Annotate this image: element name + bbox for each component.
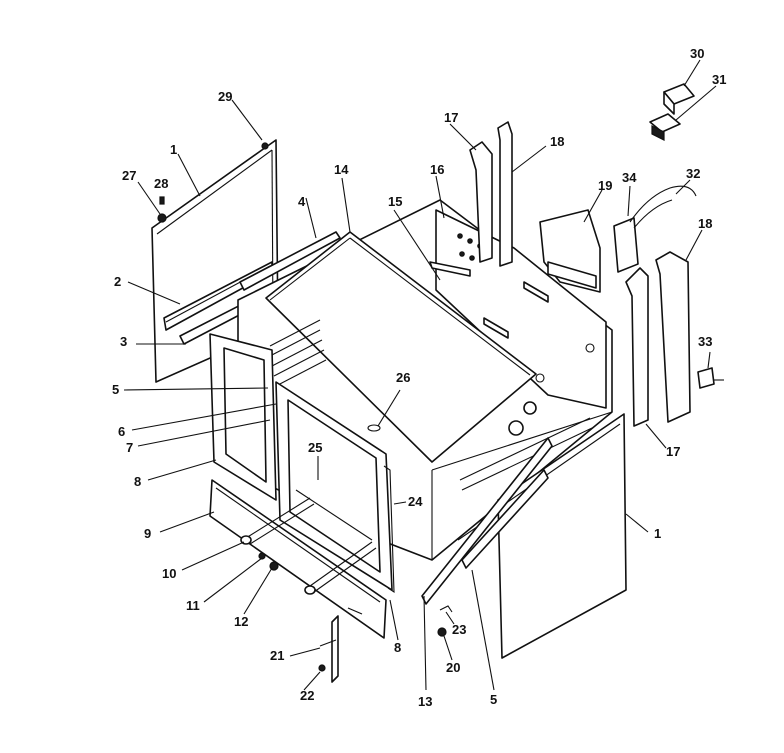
callout-8-left: 8 bbox=[134, 474, 141, 489]
element bbox=[367, 424, 381, 432]
top-strip bbox=[239, 231, 341, 291]
callout-34: 34 bbox=[622, 170, 637, 185]
switch-box bbox=[613, 185, 697, 273]
small-parts bbox=[437, 605, 453, 637]
callout-5-left: 5 bbox=[112, 382, 119, 397]
callout-26: 26 bbox=[396, 370, 410, 385]
callout-17-right: 17 bbox=[666, 444, 680, 459]
back-rail-upper bbox=[469, 141, 493, 263]
callout-19: 19 bbox=[598, 178, 612, 193]
callout-24: 24 bbox=[408, 494, 423, 509]
callout-1-left: 1 bbox=[170, 142, 177, 157]
callout-3: 3 bbox=[120, 334, 127, 349]
oven-door bbox=[275, 381, 393, 591]
callout-7: 7 bbox=[126, 440, 133, 455]
back-rail-upper-2 bbox=[497, 121, 513, 267]
callout-17-top: 17 bbox=[444, 110, 458, 125]
callout-25: 25 bbox=[308, 440, 322, 455]
right-rails bbox=[625, 251, 691, 427]
screw bbox=[157, 196, 167, 223]
callout-2: 2 bbox=[114, 274, 121, 289]
callout-18-right: 18 bbox=[698, 216, 712, 231]
callout-29: 29 bbox=[218, 89, 232, 104]
heat-shield bbox=[539, 209, 601, 293]
top-cover bbox=[265, 231, 537, 463]
callout-16: 16 bbox=[430, 162, 444, 177]
right-side-panel bbox=[497, 413, 627, 659]
callout-5-bottom: 5 bbox=[490, 692, 497, 707]
small-bracket bbox=[697, 367, 715, 389]
callout-15: 15 bbox=[388, 194, 402, 209]
callout-10: 10 bbox=[162, 566, 176, 581]
back-panel bbox=[435, 209, 607, 436]
relay-parts bbox=[649, 83, 695, 141]
door-gasket bbox=[383, 465, 395, 594]
callout-18-top: 18 bbox=[550, 134, 564, 149]
callout-28: 28 bbox=[154, 176, 168, 191]
bottom-rail bbox=[421, 437, 553, 605]
callout-9: 9 bbox=[144, 526, 151, 541]
callout-33: 33 bbox=[698, 334, 712, 349]
leader-lines bbox=[123, 59, 724, 691]
callout-22: 22 bbox=[300, 688, 314, 703]
callout-1-right: 1 bbox=[654, 526, 661, 541]
callout-21: 21 bbox=[270, 648, 284, 663]
callout-27: 27 bbox=[122, 168, 136, 183]
callout-14: 14 bbox=[334, 162, 349, 177]
callout-32: 32 bbox=[686, 166, 700, 181]
bracket bbox=[318, 615, 339, 683]
callout-11: 11 bbox=[186, 598, 200, 613]
callout-31: 31 bbox=[712, 72, 726, 87]
callout-8-bottom: 8 bbox=[394, 640, 401, 655]
oven-interior-rails bbox=[269, 319, 327, 387]
front-bar bbox=[209, 479, 387, 639]
callout-13: 13 bbox=[418, 694, 432, 709]
callout-20: 20 bbox=[446, 660, 460, 675]
front-frame bbox=[209, 333, 277, 501]
callout-23: 23 bbox=[452, 622, 466, 637]
callout-6: 6 bbox=[118, 424, 125, 439]
callout-labels: 30 31 29 17 18 1 27 28 14 16 19 34 32 4 … bbox=[112, 46, 726, 709]
callout-30: 30 bbox=[690, 46, 704, 61]
callout-4: 4 bbox=[298, 194, 306, 209]
callout-12: 12 bbox=[234, 614, 248, 629]
